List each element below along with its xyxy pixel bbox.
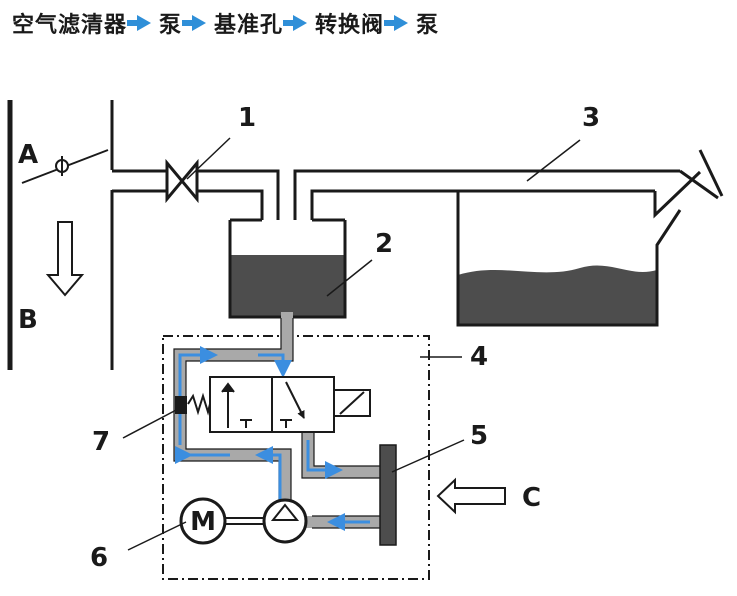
flow-arrow-icon — [384, 15, 409, 31]
leader-lines — [122, 137, 581, 551]
label-3: 3 — [582, 103, 600, 133]
motor-icon — [179, 497, 227, 545]
label-a: A — [18, 140, 38, 170]
vent-pipes — [112, 169, 680, 220]
charcoal-canister-2 — [228, 218, 347, 319]
flow-step-air-filter: 空气滤清器 — [12, 13, 128, 38]
label-b: B — [18, 305, 38, 335]
changeover-valve — [175, 376, 371, 433]
flow-arrow-icon — [127, 15, 152, 31]
flow-arrow-icon — [182, 15, 207, 31]
flow-arrow-icon — [283, 15, 308, 31]
label-2: 2 — [375, 229, 393, 259]
label-6: 6 — [90, 543, 108, 573]
flow-step-pump-2: 泵 — [416, 13, 440, 38]
airflow-down-arrow-icon — [45, 221, 85, 297]
throttle-flap-a — [21, 149, 109, 184]
label-c: C — [522, 483, 541, 513]
label-1: 1 — [238, 103, 256, 133]
flow-step-pump: 泵 — [159, 13, 183, 38]
label-4: 4 — [470, 342, 488, 372]
shutoff-valve-1-icon — [165, 158, 199, 204]
motor-label: M — [190, 507, 216, 537]
flow-step-reference-orifice: 基准孔 — [214, 13, 284, 38]
label-5: 5 — [470, 421, 488, 451]
fuel-tank-3 — [456, 149, 724, 327]
flow-arrows — [175, 346, 370, 531]
diagnosis-module-4 — [162, 335, 430, 580]
label-7: 7 — [92, 427, 110, 457]
input-c-arrow-icon — [436, 477, 506, 515]
flow-step-changeover-valve: 转换阀 — [315, 13, 385, 38]
flow-title: 空气滤清器 泵 基准孔 转换阀 泵 — [12, 6, 439, 40]
reference-orifice-5 — [379, 444, 397, 546]
pump-triangle-icon — [270, 503, 300, 521]
